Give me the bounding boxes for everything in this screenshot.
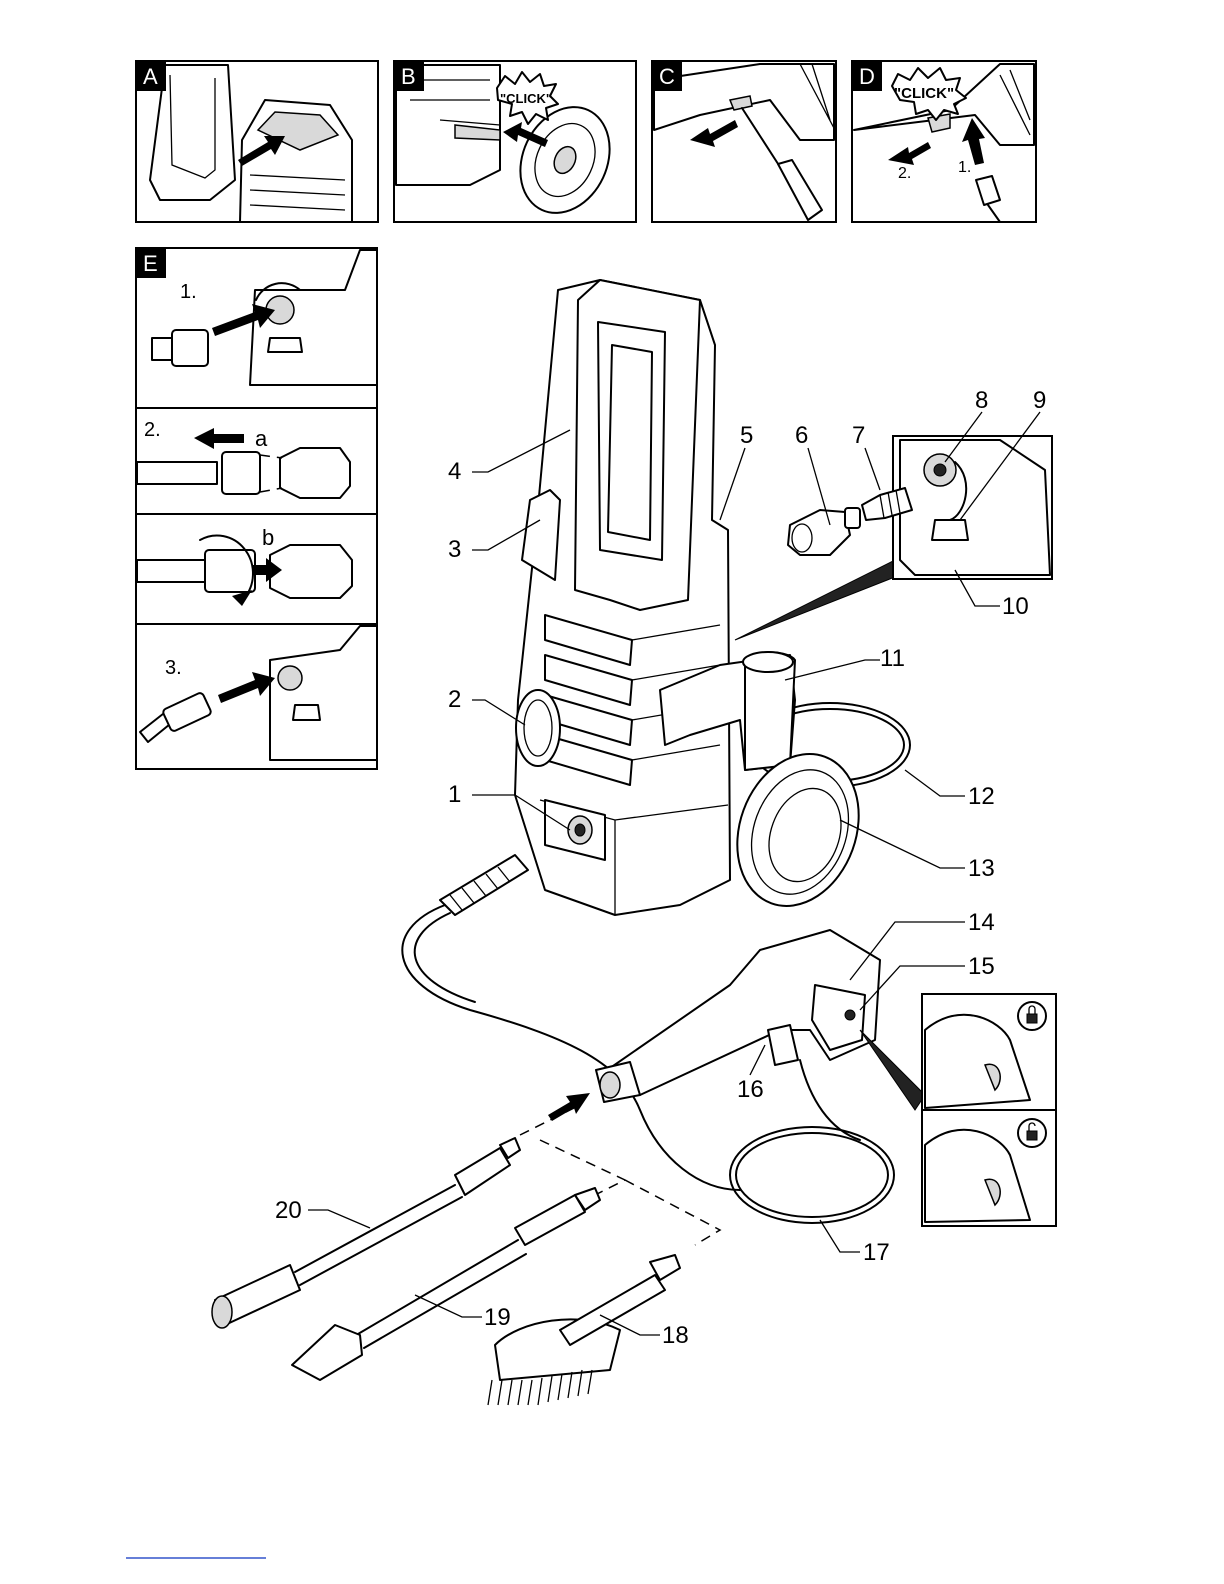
panel-b-click-callout: "CLICK": [500, 91, 552, 106]
part-label-20: 20: [275, 1197, 302, 1224]
part-label-13: 13: [968, 855, 995, 882]
panel-d-step-2: 2.: [898, 165, 911, 182]
part-label-2: 2: [448, 686, 461, 713]
panel-d-step-1: 1.: [958, 159, 971, 176]
lock-open-icon: [1018, 1119, 1046, 1147]
part-label-18: 18: [662, 1322, 689, 1349]
part-label-3: 3: [448, 536, 461, 563]
panel-a-tag: A: [143, 64, 158, 89]
part-label-9: 9: [1033, 387, 1046, 414]
part-label-8: 8: [975, 387, 988, 414]
part-label-7: 7: [852, 422, 865, 449]
part-label-15: 15: [968, 953, 995, 980]
part-label-16: 16: [737, 1076, 764, 1103]
panel-d-click-callout: "CLICK": [894, 85, 954, 102]
panel-c: C: [652, 61, 836, 222]
part-label-6: 6: [795, 422, 808, 449]
panel-e-step-3: 3.: [165, 657, 182, 679]
part-label-4: 4: [448, 458, 461, 485]
panel-d-tag: D: [859, 64, 875, 89]
panel-e-tag: E: [143, 251, 158, 276]
panel-e-step-2: 2.: [144, 419, 161, 441]
part-label-17: 17: [863, 1239, 890, 1266]
panel-e-step-1: 1.: [180, 281, 197, 303]
part-label-1: 1: [448, 781, 461, 808]
lock-closed-icon: [1018, 1002, 1046, 1030]
panel-e-step-2a: a: [255, 426, 268, 451]
panel-d: "CLICK" 2. 1. D: [852, 61, 1036, 222]
part-label-5: 5: [740, 422, 753, 449]
panel-c-tag: C: [659, 64, 675, 89]
panel-b: "CLICK" B: [394, 61, 636, 228]
accessories: [212, 1093, 720, 1405]
panel-b-tag: B: [401, 64, 416, 89]
part-label-10: 10: [1002, 593, 1029, 620]
part-label-11: 11: [880, 645, 905, 672]
part-label-12: 12: [968, 783, 995, 810]
panel-e: 1. 2. a b 3. E: [136, 248, 377, 769]
part-label-19: 19: [484, 1304, 511, 1331]
part-label-14: 14: [968, 909, 995, 936]
panel-a: A: [136, 61, 378, 222]
panel-e-step-2b: b: [262, 525, 274, 550]
